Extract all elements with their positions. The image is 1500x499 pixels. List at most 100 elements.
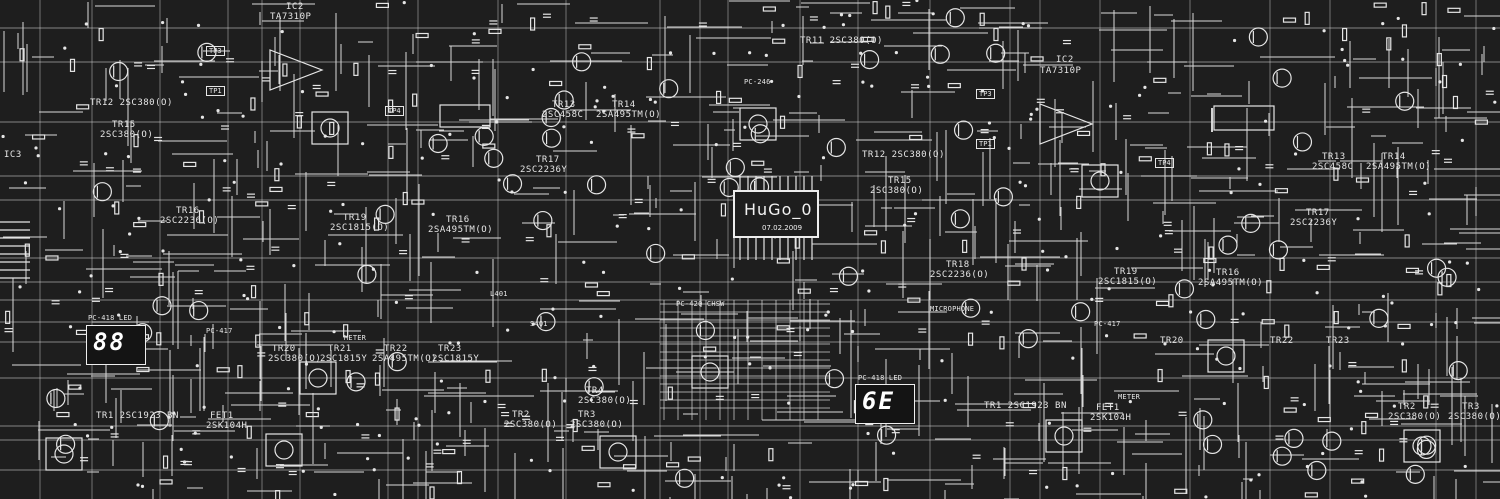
transistor-symbol bbox=[1369, 308, 1389, 328]
resistor-symbol bbox=[546, 224, 552, 238]
transistor-symbol bbox=[387, 352, 407, 372]
junction-dot bbox=[768, 366, 772, 370]
junction-dot bbox=[1460, 138, 1464, 143]
coil-box bbox=[1207, 339, 1245, 373]
junction-dot bbox=[1492, 26, 1496, 31]
junction-dot bbox=[595, 99, 599, 103]
resistor-symbol bbox=[1397, 323, 1411, 330]
op-amp-symbol bbox=[269, 49, 324, 91]
label-tr14-right-part: 2SA495TM(O) bbox=[1366, 162, 1432, 172]
resistor-symbol bbox=[572, 418, 578, 433]
resistor-symbol bbox=[246, 425, 252, 439]
label-tr15-left-part: 2SC380(O) bbox=[100, 130, 154, 140]
coil-box bbox=[311, 111, 349, 145]
label-tr4-mid: TR4 bbox=[586, 386, 604, 396]
resistor-symbol bbox=[779, 115, 786, 129]
label-tr1-right: TR1 2SC1923 BN bbox=[984, 401, 1067, 411]
junction-dot bbox=[279, 162, 283, 166]
resistor-symbol bbox=[646, 56, 653, 71]
junction-dot bbox=[128, 232, 132, 236]
transistor-symbol bbox=[572, 52, 592, 72]
chip-date: 07.02.2009 bbox=[762, 224, 803, 232]
label-tr12-mid: TR12 2SC380(O) bbox=[862, 150, 945, 160]
label-tr22-left-part: 2SA495TM(O) bbox=[372, 354, 438, 364]
resistor-symbol bbox=[907, 297, 921, 303]
test-point-tp4-left: TP4 bbox=[385, 106, 404, 116]
label-tr16-left-part: 2SC2236(O) bbox=[160, 216, 220, 226]
junction-dot bbox=[769, 79, 774, 84]
label-tr20-right: TR20 bbox=[1160, 336, 1184, 346]
junction-dot bbox=[992, 136, 996, 140]
junction-dot bbox=[730, 277, 734, 281]
junction-dot bbox=[1448, 260, 1452, 264]
junction-dot bbox=[648, 97, 653, 102]
transistor-symbol bbox=[46, 388, 66, 409]
junction-dot bbox=[1137, 93, 1142, 97]
resistor-symbol bbox=[720, 203, 727, 217]
junction-dot bbox=[341, 202, 345, 207]
transistor-symbol bbox=[675, 468, 695, 488]
resistor-symbol bbox=[1263, 375, 1269, 390]
junction-dot bbox=[563, 399, 567, 403]
junction-dot bbox=[582, 260, 586, 264]
resistor-symbol bbox=[1317, 416, 1331, 423]
transistor-symbol bbox=[541, 107, 561, 128]
junction-dot bbox=[599, 314, 603, 318]
junction-dot bbox=[506, 328, 510, 332]
resistor-symbol bbox=[412, 93, 418, 107]
junction-dot bbox=[1429, 322, 1434, 327]
resistor-symbol bbox=[1361, 421, 1367, 435]
junction-dot bbox=[1047, 421, 1051, 425]
resistor-symbol bbox=[1076, 195, 1082, 210]
junction-dot bbox=[764, 53, 768, 57]
coil-box bbox=[1403, 429, 1441, 463]
resistor-symbol bbox=[250, 97, 256, 111]
junction-dot bbox=[366, 457, 370, 461]
resistor-symbol bbox=[402, 191, 408, 206]
junction-dot bbox=[894, 51, 898, 55]
junction-dot bbox=[1029, 117, 1033, 121]
junction-dot bbox=[848, 486, 853, 490]
resistor-symbol bbox=[488, 28, 502, 34]
junction-dot bbox=[1204, 495, 1208, 499]
resistor-symbol bbox=[394, 407, 400, 421]
resistor-symbol bbox=[1274, 188, 1289, 194]
resistor-symbol bbox=[584, 282, 599, 288]
transistor-symbol bbox=[1395, 91, 1415, 111]
resistor-symbol bbox=[947, 82, 961, 89]
junction-dot bbox=[1346, 63, 1350, 67]
resistor-symbol bbox=[797, 64, 803, 79]
transistor-symbol bbox=[1416, 439, 1436, 460]
transistor-symbol bbox=[533, 210, 553, 231]
resistor-symbol bbox=[482, 143, 496, 149]
label-tr14-left: TR14 bbox=[612, 100, 636, 110]
resistor-symbol bbox=[282, 63, 288, 77]
junction-dot bbox=[239, 258, 243, 262]
junction-dot bbox=[280, 29, 284, 34]
resistor-symbol bbox=[549, 80, 563, 87]
junction-dot bbox=[548, 469, 552, 473]
junction-dot bbox=[140, 484, 145, 488]
resistor-symbol bbox=[1333, 310, 1339, 325]
junction-dot bbox=[1427, 212, 1431, 216]
junction-dot bbox=[435, 442, 439, 446]
transistor-symbol bbox=[109, 61, 129, 82]
resistor-symbol bbox=[1304, 492, 1318, 498]
resistor-symbol bbox=[255, 334, 261, 348]
junction-dot bbox=[1007, 146, 1011, 150]
resistor-symbol bbox=[1351, 478, 1365, 484]
resistor-symbol bbox=[1030, 56, 1044, 62]
junction-dot bbox=[1115, 246, 1119, 251]
junction-dot bbox=[1322, 29, 1326, 33]
transistor-symbol bbox=[993, 187, 1013, 207]
transistor-symbol bbox=[876, 425, 897, 445]
junction-dot bbox=[510, 190, 514, 194]
label-tr16-left: TR16 bbox=[176, 206, 200, 216]
junction-dot bbox=[824, 313, 828, 317]
transistor-symbol bbox=[945, 8, 965, 28]
transistor-symbol bbox=[584, 377, 604, 397]
junction-dot bbox=[216, 109, 220, 113]
junction-dot bbox=[1463, 464, 1467, 469]
label-fet1-right-part: 2SK104H bbox=[1090, 413, 1132, 423]
